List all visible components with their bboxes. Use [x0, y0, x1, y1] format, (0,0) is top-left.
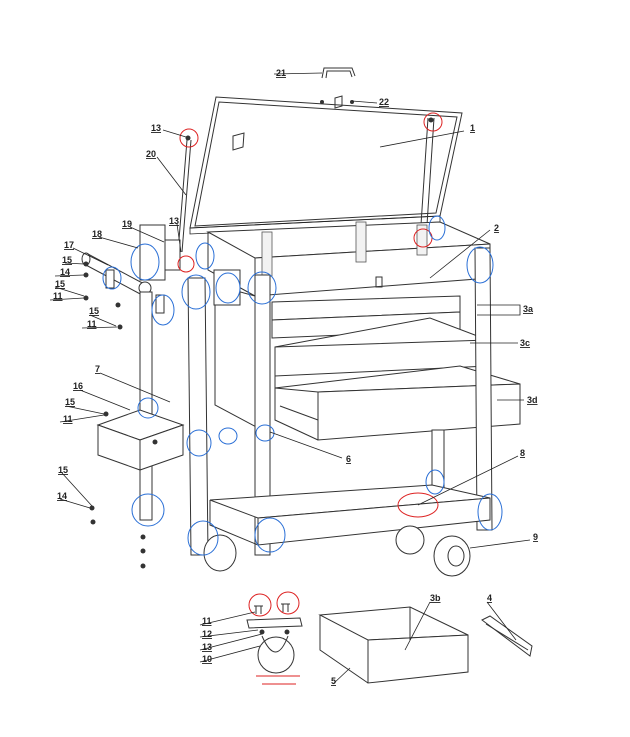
- label-15: 15: [58, 465, 68, 475]
- side-handle: [81, 252, 165, 521]
- label-3b: 3b: [430, 593, 441, 603]
- part-labels: 21 22 1 13 20 2 19 13 18 17 15 14 15 11 …: [53, 68, 538, 686]
- label-12: 12: [202, 629, 212, 639]
- bolts: [83, 261, 158, 569]
- label-4: 4: [487, 593, 492, 603]
- label-18: 18: [92, 229, 102, 239]
- label-22: 22: [379, 97, 389, 107]
- label-21: 21: [276, 68, 286, 78]
- drawer-3d: [274, 365, 521, 441]
- label-11: 11: [202, 616, 212, 626]
- label-15: 15: [62, 255, 72, 265]
- wheels: [203, 525, 471, 577]
- label-11: 11: [63, 414, 73, 424]
- label-11: 11: [87, 319, 97, 329]
- label-17: 17: [64, 240, 74, 250]
- label-9: 9: [533, 532, 538, 542]
- label-13: 13: [202, 642, 212, 652]
- markup-annotations: [102, 112, 503, 685]
- label-19: 19: [122, 219, 132, 229]
- label-6: 6: [346, 454, 351, 464]
- label-15: 15: [89, 306, 99, 316]
- label-1: 1: [470, 123, 475, 133]
- label-15: 15: [65, 397, 75, 407]
- label-3c: 3c: [520, 338, 530, 348]
- leader-lines: [49, 72, 531, 685]
- label-13: 13: [151, 123, 161, 133]
- label-3d: 3d: [527, 395, 538, 405]
- label-7: 7: [95, 364, 100, 374]
- label-20: 20: [146, 149, 156, 159]
- drawer-3b: [318, 606, 469, 684]
- label-8: 8: [520, 448, 525, 458]
- slide-rail: [481, 615, 533, 657]
- side-tray: [96, 409, 185, 471]
- label-15: 15: [55, 279, 65, 289]
- lid: [189, 95, 463, 235]
- label-14: 14: [57, 491, 67, 501]
- label-16: 16: [73, 381, 83, 391]
- caster-assembly: [246, 603, 303, 674]
- label-10: 10: [202, 654, 212, 664]
- drawer-3c: [274, 317, 489, 392]
- label-5: 5: [331, 676, 336, 686]
- label-11: 11: [53, 291, 63, 301]
- label-13: 13: [169, 216, 179, 226]
- label-14: 14: [60, 267, 70, 277]
- label-3a: 3a: [523, 304, 534, 314]
- label-2: 2: [494, 223, 499, 233]
- lid-handle: [321, 67, 356, 79]
